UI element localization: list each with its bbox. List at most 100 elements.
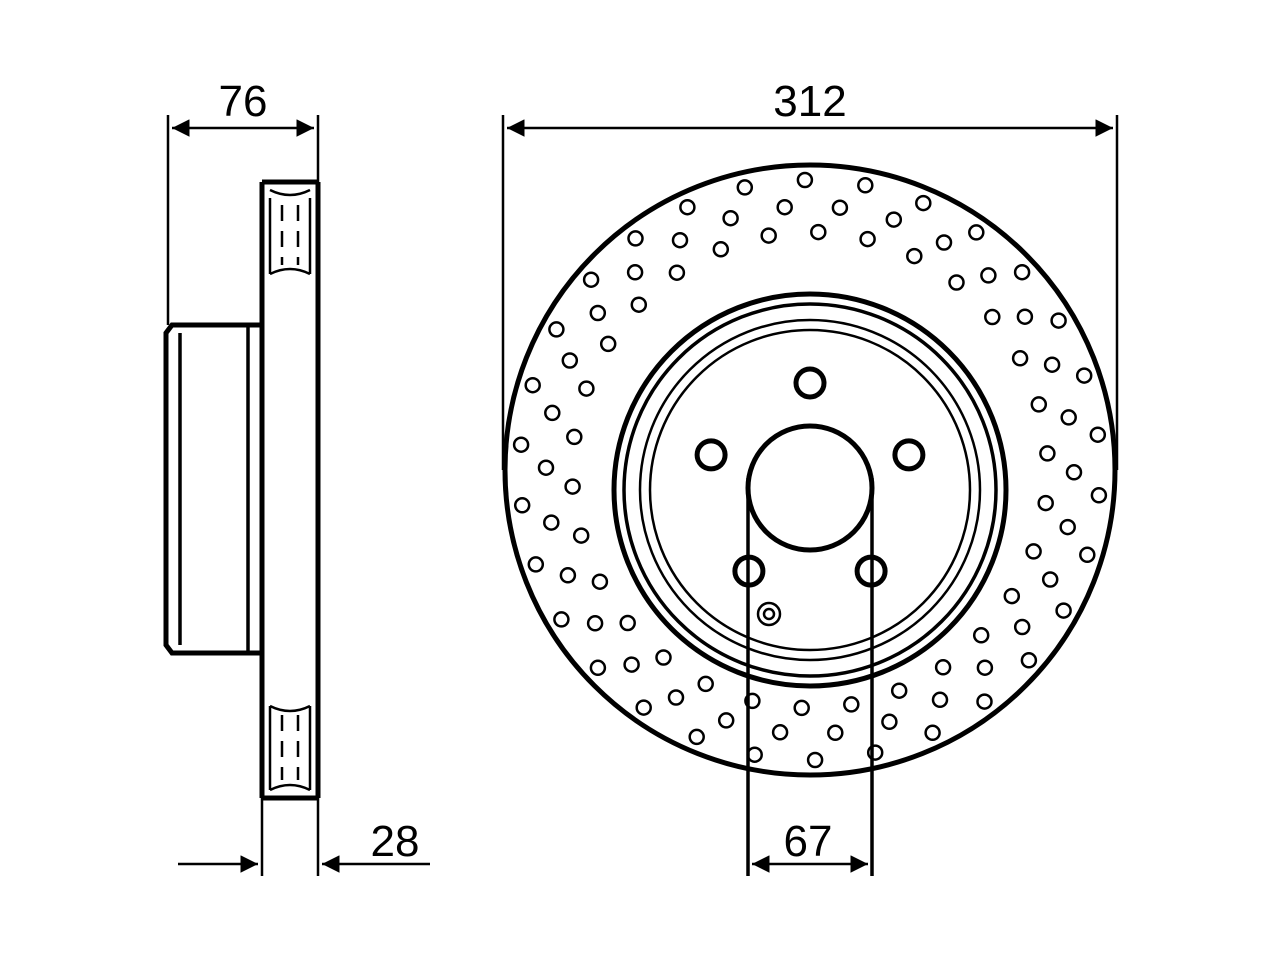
hat-ring-2 <box>622 302 998 678</box>
drill-hole <box>1030 396 1048 413</box>
bolt-hole <box>793 366 827 400</box>
drill-hole <box>827 724 844 742</box>
drill-hole <box>668 264 686 281</box>
hat-ring-3 <box>638 318 982 662</box>
drill-hole <box>589 304 607 322</box>
drill-hole <box>722 209 739 227</box>
drill-hole <box>746 746 763 763</box>
drill-hole <box>881 713 898 731</box>
drill-hole <box>512 436 530 453</box>
drill-hole <box>591 573 609 590</box>
drill-hole <box>524 376 541 394</box>
drill-hole <box>931 691 949 709</box>
hat-outer-edge <box>611 291 1009 689</box>
drill-hole <box>968 224 985 241</box>
drill-hole <box>655 649 672 666</box>
drill-hole <box>1013 618 1031 636</box>
drill-hole <box>1090 487 1108 504</box>
vent-top <box>268 188 312 276</box>
drill-hole <box>1037 494 1054 512</box>
drill-hole <box>935 234 953 251</box>
drill-hole <box>1055 602 1072 619</box>
locator-hole-inner <box>762 607 776 621</box>
drill-hole <box>630 296 648 313</box>
drill-hole <box>513 497 531 514</box>
drill-hole <box>599 335 617 353</box>
drill-hole <box>885 211 903 228</box>
drill-hole <box>553 611 570 628</box>
drill-hole <box>619 614 636 632</box>
drill-hole <box>831 199 849 216</box>
drill-hole <box>1011 350 1029 367</box>
drill-hole <box>1020 652 1038 669</box>
drill-hole <box>1043 356 1061 373</box>
disc-outer-edge <box>502 162 1118 778</box>
drill-hole <box>582 271 600 288</box>
drill-hole <box>1059 518 1076 536</box>
drill-hole <box>717 712 735 729</box>
drill-hole <box>635 699 652 716</box>
drill-hole <box>1089 426 1107 443</box>
drill-hole <box>806 751 824 769</box>
drill-hole <box>866 744 884 761</box>
drill-hole <box>623 656 640 673</box>
drill-hole <box>980 267 997 284</box>
vent-bottom <box>268 704 312 792</box>
drill-hole <box>543 514 560 531</box>
drill-hole <box>572 527 590 544</box>
drill-hole <box>1050 312 1067 329</box>
drill-hole <box>671 231 689 249</box>
drill-hole <box>1013 263 1031 281</box>
drill-hole <box>793 699 810 717</box>
drill-hole <box>1025 543 1042 560</box>
drill-hole <box>810 223 827 241</box>
drill-hole <box>626 264 644 281</box>
drill-hole <box>1016 308 1034 325</box>
dim-76-label: 76 <box>219 77 268 126</box>
drill-hole <box>1060 409 1077 426</box>
drill-hole <box>771 724 789 741</box>
drill-hole <box>760 227 777 244</box>
drill-hole <box>1039 445 1056 462</box>
drill-hole <box>736 179 754 196</box>
center-bore <box>745 423 875 553</box>
drill-hole <box>744 692 761 710</box>
drill-holes <box>512 171 1108 769</box>
drill-hole <box>589 659 607 677</box>
drill-hole <box>915 194 932 212</box>
drill-hole <box>796 171 814 189</box>
drill-hole <box>843 696 860 713</box>
drill-hole <box>776 198 793 216</box>
drill-hole <box>948 274 965 291</box>
drill-hole <box>972 627 990 644</box>
drill-hole <box>1065 464 1083 481</box>
drill-hole <box>697 675 714 693</box>
dim-67-label: 67 <box>784 817 833 866</box>
drill-hole <box>1079 546 1096 564</box>
drill-hole <box>564 478 581 495</box>
drill-hole <box>1075 367 1093 384</box>
drill-hole <box>924 724 941 742</box>
front-view: 312 67 <box>501 77 1119 876</box>
drill-hole <box>934 659 952 676</box>
drill-hole <box>859 230 876 248</box>
dim-312-label: 312 <box>773 77 846 126</box>
hat-ring-4 <box>648 328 972 652</box>
drill-hole <box>537 459 555 476</box>
drill-hole <box>544 404 561 422</box>
locator-hole-outer <box>756 601 782 627</box>
side-view: 76 28 <box>163 77 430 876</box>
drill-hole <box>906 247 923 265</box>
drill-hole <box>1041 571 1059 588</box>
dim-28-label: 28 <box>371 817 420 866</box>
hub-section <box>163 322 262 656</box>
bolt-hole <box>694 438 728 472</box>
drill-hole <box>566 428 583 446</box>
drill-hole <box>1003 587 1021 605</box>
drill-hole <box>561 352 579 369</box>
drill-hole <box>679 198 696 216</box>
drill-hole <box>984 308 1001 326</box>
drill-hole <box>559 567 577 584</box>
drill-hole <box>578 380 595 397</box>
